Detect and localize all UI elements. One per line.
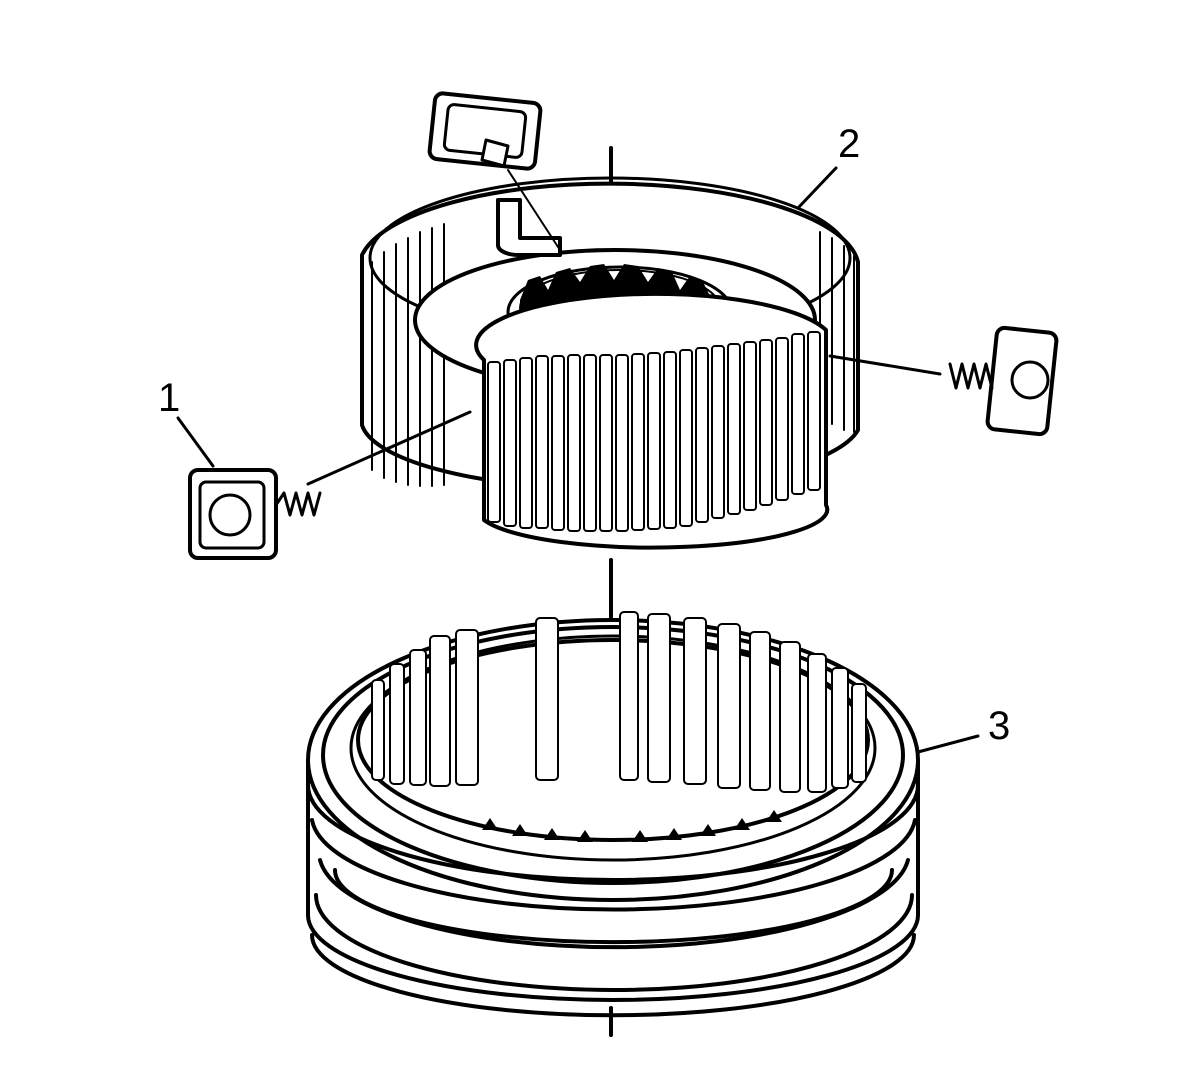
synchronizer-hub: [360, 176, 860, 550]
spring-left: [274, 491, 322, 517]
spring-right: [948, 362, 994, 390]
hub-front-teeth: [487, 331, 821, 532]
strut-key-top: [427, 91, 561, 251]
leader-lines: [176, 166, 980, 754]
strut-key-right: [828, 325, 1059, 437]
callout-1: 1: [158, 376, 181, 420]
callout-3: 3: [988, 704, 1011, 748]
strut-key-left: [188, 410, 472, 560]
callout-2: 2: [838, 122, 861, 166]
synchronizer-sleeve: [306, 611, 920, 1018]
sleeve-front-teeth: [482, 810, 782, 842]
